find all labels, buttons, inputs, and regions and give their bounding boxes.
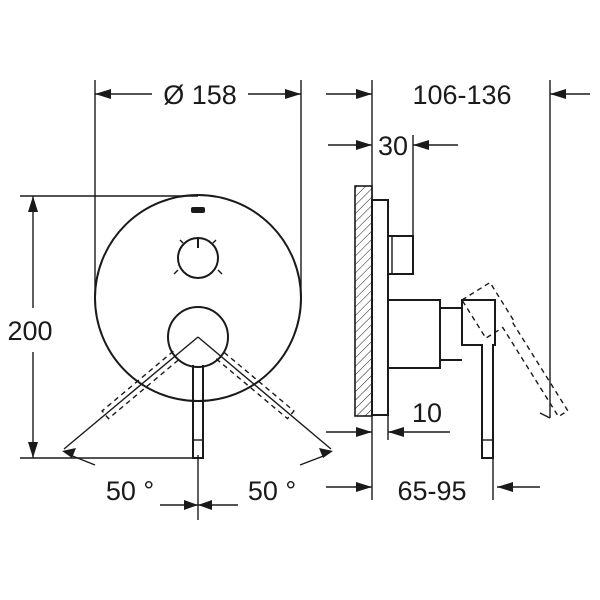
diameter-arrow-left xyxy=(95,89,111,99)
diameter-arrow-right xyxy=(285,89,301,99)
side-lever xyxy=(461,299,496,459)
angle-line-right xyxy=(197,336,332,450)
angle-right-label: 50 ° xyxy=(248,476,296,506)
depth-range-arrow-right xyxy=(550,89,566,99)
side-lever-rotated xyxy=(461,281,569,418)
offset-label: 10 xyxy=(412,398,442,428)
top-marker xyxy=(191,207,205,213)
diverter-knob-tick-top-left xyxy=(179,239,184,244)
angle-base-arrow-right xyxy=(198,500,212,510)
height-arrow-bottom xyxy=(28,442,38,458)
upper-connector xyxy=(387,235,414,275)
diverter-knob-tick-top-right xyxy=(212,239,217,244)
angle-left-label: 50 ° xyxy=(106,476,154,506)
wall-hatched-section xyxy=(354,185,373,417)
diverter-knob-tick-left xyxy=(173,269,179,275)
depth-range-label: 106-136 xyxy=(412,80,511,110)
diverter-knob-tick-right xyxy=(217,269,223,275)
mixer-handle-base xyxy=(167,306,229,368)
wall-depth-arrow-left xyxy=(356,140,372,150)
install-range-arrow-right xyxy=(497,482,513,492)
side-lever-rotated-end xyxy=(539,412,551,419)
height-arrow-top xyxy=(28,196,38,212)
mixer-body xyxy=(388,299,441,369)
lever-rotated-left xyxy=(101,350,181,420)
front-view xyxy=(20,80,333,520)
install-range-arrow-left xyxy=(356,482,372,492)
wall-depth-label: 30 xyxy=(378,131,408,161)
cover-plate-outline xyxy=(94,194,302,402)
angle-line-left xyxy=(63,336,199,450)
height-label: 200 xyxy=(7,316,52,346)
offset-arrow-left xyxy=(356,427,372,437)
angle-base-arrow-left xyxy=(184,500,198,510)
install-range-label: 65-95 xyxy=(397,476,466,506)
back-plate xyxy=(371,199,389,416)
depth-range-arrow-left xyxy=(356,89,372,99)
lever-rotated-right xyxy=(215,350,295,420)
wall-depth-arrow-right xyxy=(413,140,429,150)
angle-dim-right-1 xyxy=(299,454,327,466)
mixer-lever xyxy=(192,365,204,459)
offset-arrow-right xyxy=(388,427,404,437)
angle-dim-left-1 xyxy=(69,454,96,466)
angle-arrow-right xyxy=(319,448,333,458)
side-view xyxy=(326,80,590,500)
diameter-label: Ø 158 xyxy=(163,80,237,110)
